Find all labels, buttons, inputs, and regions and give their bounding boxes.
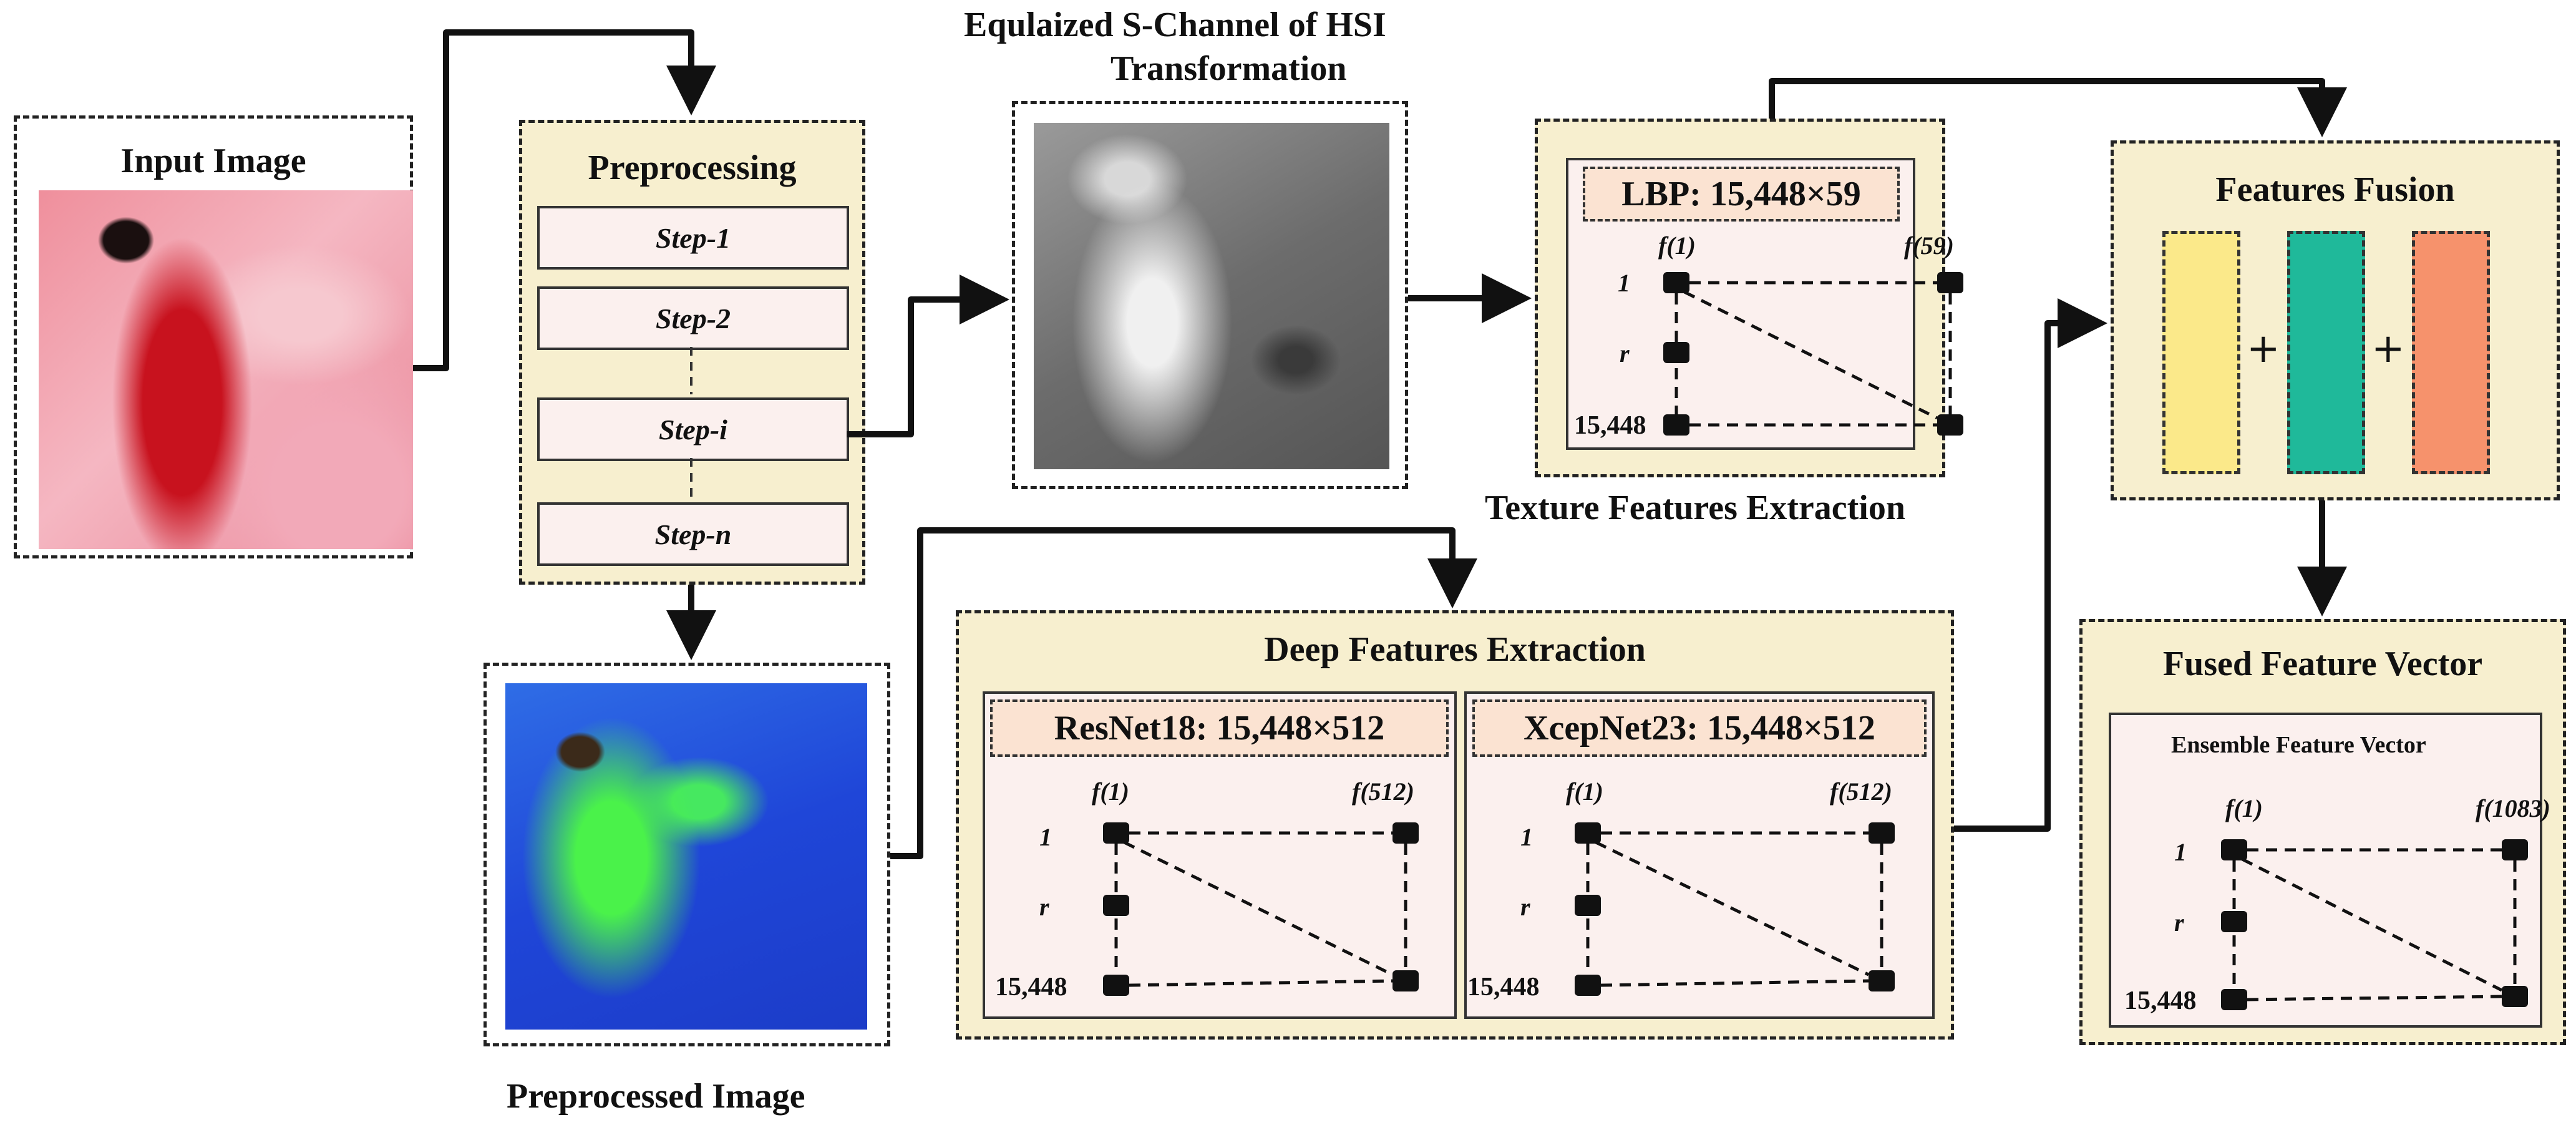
xcepnet-node-top-right: [1869, 822, 1895, 844]
resnet-col-last: f(512): [1352, 777, 1414, 806]
xcepnet-col-first: f(1): [1566, 777, 1603, 806]
hsi-title-line1: Equlaized S-Channel of HSI: [964, 6, 1386, 44]
hsi-s-channel-image: [1034, 123, 1389, 469]
xcepnet-dashes: [1586, 831, 1883, 987]
step-n: Step-n: [537, 502, 849, 566]
preprocessed-image-caption: Preprocessed Image: [507, 1077, 805, 1116]
resnet-node-bottom-right: [1392, 970, 1419, 991]
texture-node-top-right: [1937, 272, 1963, 293]
fusion-plus-1: +: [2247, 326, 2280, 372]
xcepnet-row-first: 1: [1520, 823, 1533, 851]
texture-features-caption: Texture Features Extraction: [1485, 489, 1905, 527]
texture-node-bottom-left: [1663, 414, 1689, 436]
texture-features-panel: LBP: 15,448×59: [1535, 119, 1945, 477]
preprocessed-image: [505, 683, 867, 1030]
step-2: Step-2: [537, 286, 849, 350]
resnet-node-top-left: [1103, 822, 1129, 844]
fusion-plus-2: +: [2371, 326, 2405, 372]
fused-col-first: f(1): [2225, 794, 2263, 822]
resnet-row-mid: r: [1039, 893, 1049, 921]
step-1: Step-1: [537, 206, 849, 270]
lbp-matrix-label: LBP: 15,448×59: [1583, 167, 1900, 222]
endoscopy-input-image: [39, 190, 413, 549]
texture-node-bottom-right: [1937, 414, 1963, 436]
arrow-stepi-to-hsi: [847, 275, 1009, 437]
texture-row-first: 1: [1618, 269, 1630, 297]
fused-node-bottom-right: [2502, 986, 2528, 1007]
fused-matrix-box: [2109, 713, 2542, 1028]
fusion-bar-resnet: [2287, 231, 2365, 474]
xcepnet-node-top-left: [1575, 822, 1601, 844]
hsi-title-line2: Transformation: [1111, 49, 1347, 88]
texture-col-last: f(59): [1904, 231, 1954, 260]
xcepnet-col-last: f(512): [1830, 777, 1892, 806]
fusion-bar-lbp: [2162, 231, 2240, 474]
fused-feature-vector-title: Fused Feature Vector: [2162, 645, 2483, 683]
xcepnet-row-mid: r: [1520, 893, 1530, 921]
resnet-row-first: 1: [1039, 823, 1052, 851]
texture-row-last: 15,448: [1574, 411, 1646, 440]
fused-node-bottom-left: [2221, 989, 2247, 1010]
ensemble-feature-vector-label: Ensemble Feature Vector: [2171, 732, 2426, 758]
texture-node-top-left: [1663, 272, 1689, 293]
input-image-title: Input Image: [120, 142, 306, 180]
texture-dashes: [1674, 281, 1952, 427]
arrow-preprocessed-to-deep: [890, 527, 1477, 859]
hsi-image-frame: [1012, 101, 1408, 489]
arrow-input-to-preprocessing: [413, 29, 716, 371]
fused-node-top-left: [2221, 839, 2247, 860]
xcepnet-row-last: 15,448: [1467, 973, 1540, 1001]
fused-dashes: [2232, 848, 2517, 1001]
fused-feature-vector-panel: Fused Feature Vector: [2079, 619, 2566, 1045]
resnet-dashes: [1114, 831, 1407, 987]
step-i: Step-i: [537, 397, 849, 461]
fused-row-last: 15,448: [2124, 986, 2197, 1015]
features-fusion-panel: Features Fusion + +: [2111, 140, 2560, 500]
texture-row-mid: r: [1620, 339, 1630, 368]
xcepnet-matrix-label: XcepNet23: 15,448×512: [1472, 699, 1927, 757]
resnet-row-last: 15,448: [995, 973, 1067, 1001]
texture-col-first: f(1): [1658, 231, 1696, 260]
xcepnet-node-bottom-left: [1575, 975, 1601, 996]
fusion-bar-xcepnet: [2412, 231, 2490, 474]
preprocessing-title: Preprocessing: [588, 149, 797, 187]
features-fusion-title: Features Fusion: [2215, 170, 2455, 209]
input-image-panel: Input Image: [14, 115, 413, 558]
preprocessed-image-frame: [484, 663, 890, 1046]
fused-row-mid: r: [2174, 908, 2184, 937]
resnet-node-bottom-left: [1103, 975, 1129, 996]
deep-features-title: Deep Features Extraction: [1264, 630, 1646, 669]
preprocessing-panel: Preprocessing Step-1 Step-2 Step-i Step-…: [519, 120, 865, 585]
fused-row-first: 1: [2174, 838, 2187, 866]
xcepnet-node-bottom-right: [1869, 970, 1895, 991]
fused-col-last: f(1083): [2476, 794, 2550, 822]
arrow-deep-to-fusion: [1954, 298, 2107, 832]
fused-node-top-right: [2502, 839, 2528, 860]
arrow-texture-to-fusion: [1769, 78, 2347, 137]
resnet-col-first: f(1): [1092, 777, 1129, 806]
resnet-matrix-label: ResNet18: 15,448×512: [990, 699, 1449, 757]
resnet-node-top-right: [1392, 822, 1419, 844]
